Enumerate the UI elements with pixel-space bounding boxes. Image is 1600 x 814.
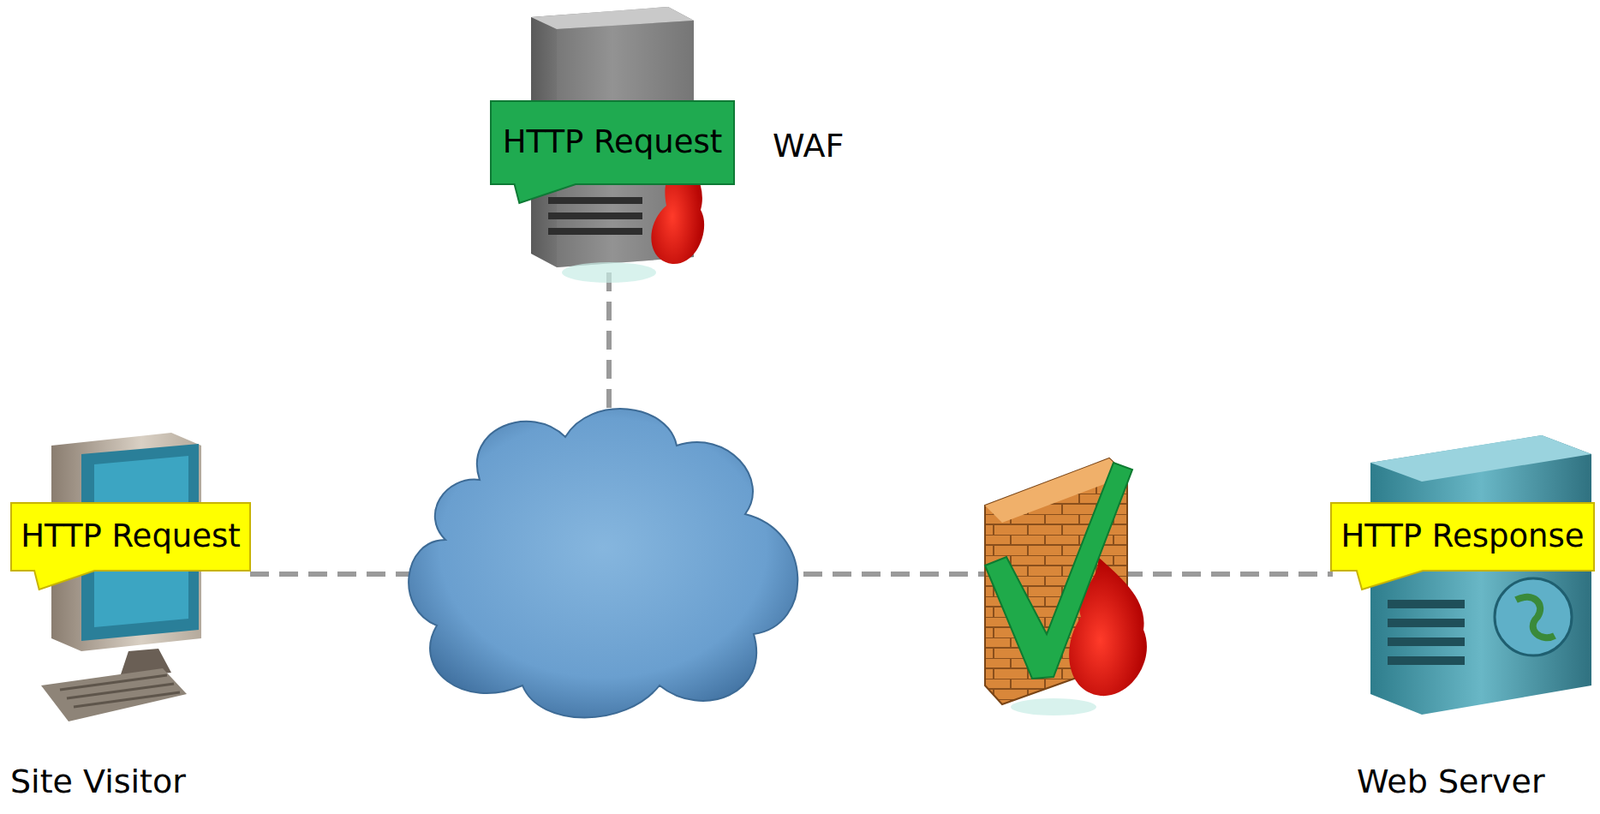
request-callout: HTTP Request <box>10 501 251 590</box>
response-callout: HTTP Response <box>1330 501 1595 590</box>
waf-label: WAF <box>772 126 844 165</box>
callout-text: HTTP Request <box>18 518 243 554</box>
callout-text: HTTP Response <box>1338 518 1587 554</box>
callout-text: HTTP Request <box>498 124 727 160</box>
waf-request-callout: HTTP Request <box>489 100 735 203</box>
web-server-label: Web Server <box>1356 762 1546 800</box>
site-visitor-label: Site Visitor <box>10 762 186 800</box>
